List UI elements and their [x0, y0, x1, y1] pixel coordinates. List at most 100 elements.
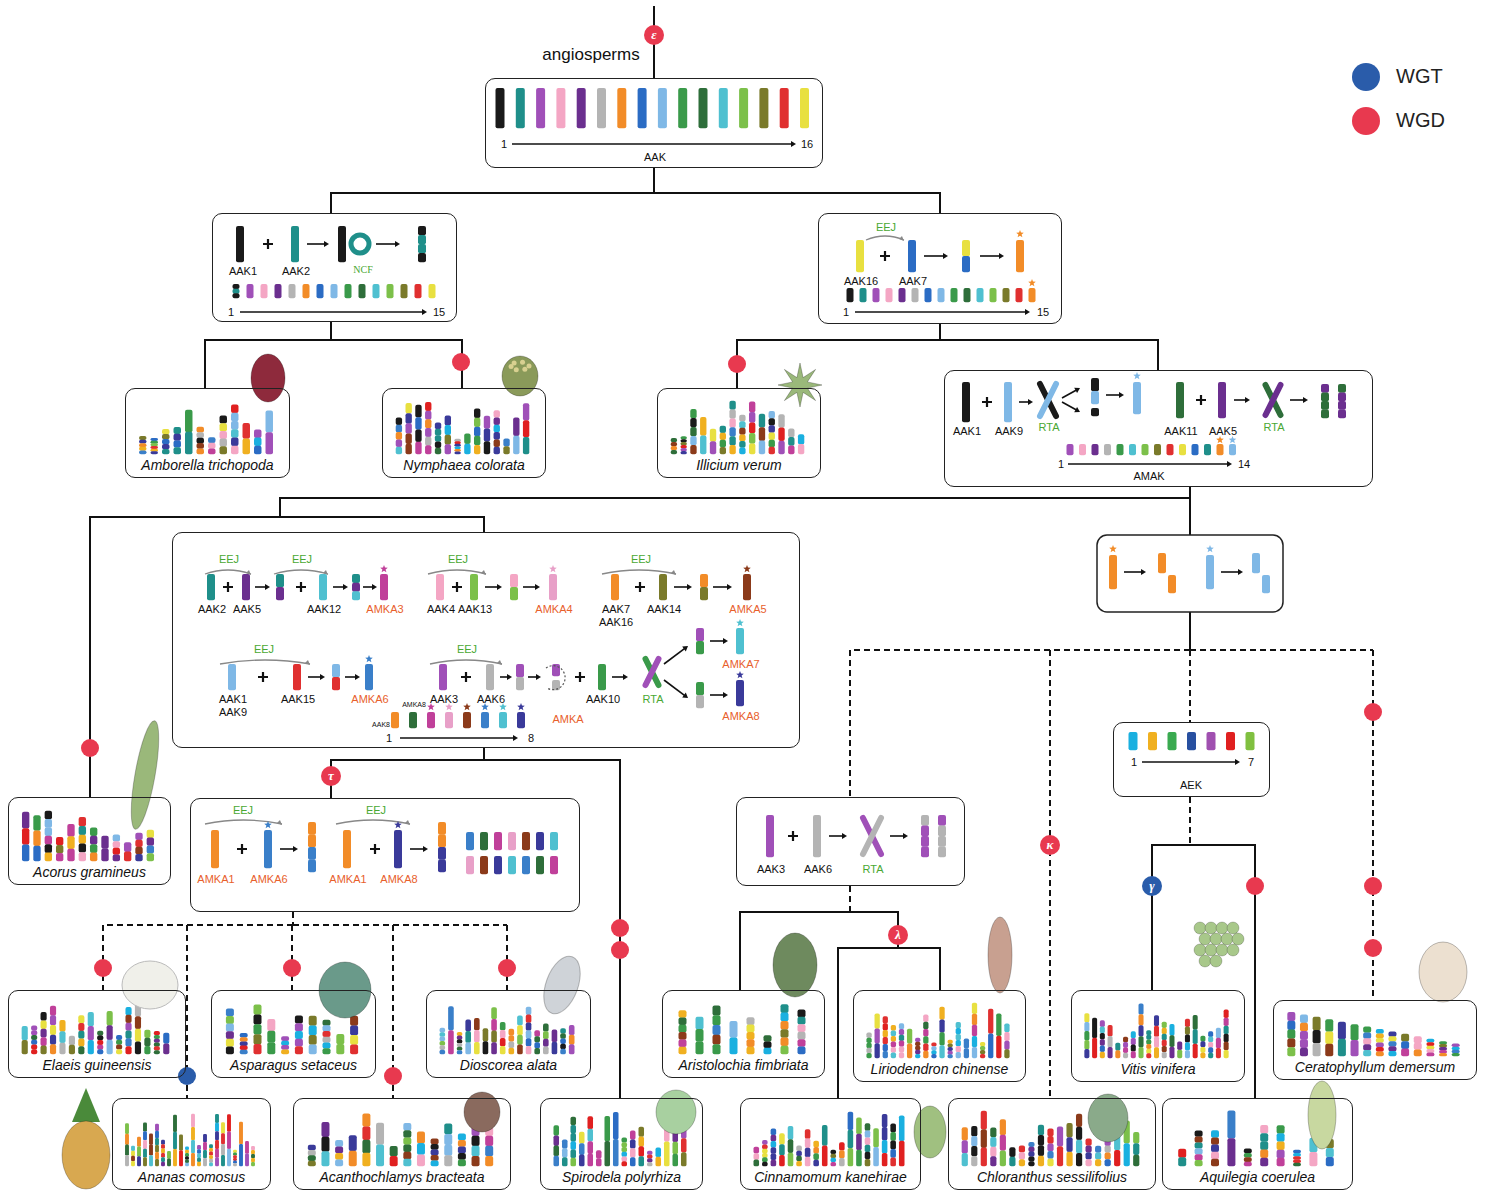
eej-arc-head — [277, 820, 282, 825]
chromosome — [1287, 1047, 1295, 1056]
chromosome — [956, 1040, 961, 1046]
rta-chromosome — [1040, 384, 1056, 416]
arrow — [924, 255, 944, 257]
chromosome — [866, 1043, 871, 1048]
chromosome — [335, 1160, 343, 1167]
arrowhead — [943, 253, 948, 259]
event-dot — [283, 959, 301, 977]
chromosome — [638, 88, 647, 128]
chromosome — [1193, 1029, 1198, 1044]
chromosome — [295, 1031, 303, 1039]
chromosome — [1224, 1042, 1229, 1050]
chromosome — [1277, 1133, 1285, 1141]
chromosome — [1414, 1049, 1422, 1056]
chromosome — [1047, 1143, 1053, 1151]
chromosome — [696, 695, 704, 708]
chromosome — [883, 1023, 888, 1030]
chromosome — [805, 1129, 811, 1138]
karyotype-box: EEJAMKA1AMKA6EEJAMKA1AMKA8 — [190, 798, 580, 912]
chromosome — [587, 1141, 593, 1154]
chromosome — [543, 1039, 549, 1047]
chromosome — [543, 1031, 549, 1039]
chromosome — [137, 1137, 141, 1147]
branch-line — [940, 324, 1158, 370]
chromosome — [891, 1036, 896, 1042]
chromosome — [131, 1161, 135, 1166]
species-box: Cinnamomum kanehirae — [740, 1098, 921, 1190]
chromosome — [254, 1014, 262, 1024]
chromosome — [494, 439, 500, 447]
chromosome — [220, 423, 227, 431]
chromosome — [729, 436, 735, 445]
branch-segment — [939, 324, 941, 340]
chromosome — [113, 848, 120, 855]
chromosome — [405, 444, 411, 455]
chromosome — [1426, 1042, 1434, 1046]
chromosome — [221, 1155, 225, 1166]
chromosome — [144, 1038, 150, 1046]
chromosome — [990, 288, 997, 302]
chromosome — [696, 1017, 704, 1030]
chromosome — [484, 429, 490, 442]
chromosome — [231, 429, 238, 438]
chromosome — [510, 587, 518, 600]
chromosome — [409, 712, 417, 728]
species-name: Elaeis guineensis — [9, 1057, 185, 1074]
chromosome — [621, 1138, 627, 1143]
arrowhead — [1141, 569, 1146, 575]
chromosome — [1351, 1024, 1359, 1040]
arrowhead — [1074, 388, 1080, 393]
chromosome — [762, 1162, 768, 1167]
chromosome — [405, 413, 411, 424]
species-box: Liriodendron chinense — [853, 990, 1026, 1082]
plant-illustration — [122, 961, 178, 1009]
chromosome — [883, 1030, 888, 1037]
chromosome — [1313, 1030, 1321, 1043]
chromosome-label: AMKA5 — [729, 603, 766, 616]
chromosome — [448, 1030, 454, 1054]
ring-chromosome — [351, 235, 369, 253]
plant-illustration — [502, 356, 538, 396]
chromosome — [41, 1046, 47, 1055]
chromosome-label: 1 — [228, 306, 234, 319]
chromosome — [308, 835, 316, 848]
chromosome — [1206, 555, 1214, 589]
eej-arc-head — [671, 570, 676, 575]
chromosome — [899, 1035, 904, 1041]
chromosome — [534, 1036, 540, 1042]
chromosome — [856, 1150, 862, 1166]
chromosome — [1208, 1047, 1213, 1053]
chromosome — [22, 828, 29, 845]
arrowhead — [623, 674, 628, 680]
chromosome — [231, 446, 238, 455]
chromosome — [209, 1155, 213, 1159]
chromosome — [866, 1048, 871, 1053]
chromosome — [1293, 1159, 1301, 1163]
chromosome — [1426, 1039, 1434, 1043]
chromosome — [856, 1134, 862, 1150]
chromosome — [56, 837, 63, 845]
chromosome — [1169, 1035, 1174, 1047]
chromosome — [956, 1052, 961, 1058]
chromosome — [197, 443, 204, 449]
chromosome — [866, 1038, 871, 1043]
chromosome — [1084, 1049, 1089, 1058]
chromosome — [611, 574, 619, 600]
chromosome — [860, 288, 867, 302]
chromosome — [191, 1114, 195, 1127]
chromosome — [167, 1158, 171, 1166]
chromosome — [435, 435, 441, 442]
plus-sign — [982, 397, 992, 407]
chromosome — [680, 445, 686, 448]
chromosome — [1376, 1043, 1384, 1048]
chromosome-label: AAK2 — [198, 603, 226, 616]
arrowhead — [1028, 399, 1033, 405]
branch-line — [850, 487, 1190, 797]
chromosome — [560, 1038, 566, 1043]
chromosome — [227, 1132, 231, 1150]
branch-segment — [737, 339, 940, 341]
plus-sign — [237, 844, 247, 854]
chromosome — [1004, 1041, 1009, 1050]
chromosome-label: AAK6 — [477, 693, 505, 706]
chromosome — [1260, 1133, 1268, 1142]
